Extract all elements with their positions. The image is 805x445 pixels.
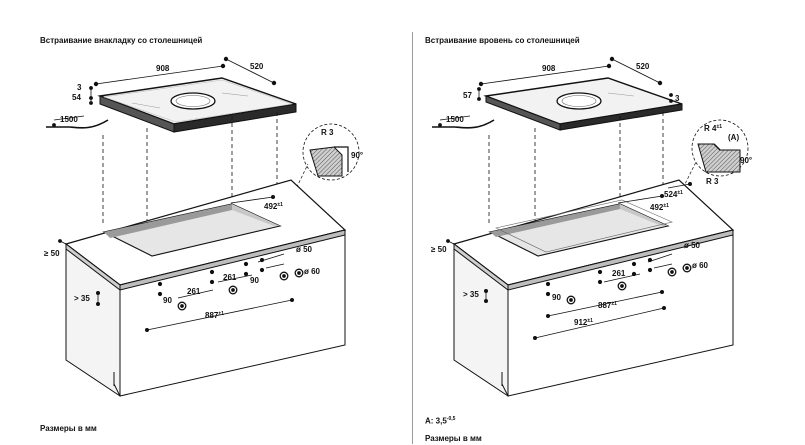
right-dim-cable: 1500 [446, 115, 464, 124]
right-detail-radius-top: R 4±1 [704, 124, 722, 133]
right-dim-mid-value: 887 [598, 301, 612, 310]
left-dim-90b: 90 [250, 276, 259, 285]
left-cooktop [46, 77, 297, 133]
right-cabinet-dims [446, 181, 693, 340]
right-dim-bottom-value: 912 [574, 318, 588, 327]
left-dim-261b: 261 [223, 273, 237, 282]
left-drawing [46, 56, 360, 397]
right-dim-d60: ø 60 [692, 261, 709, 270]
panel-divider [412, 32, 413, 444]
left-dim-width: 908 [156, 64, 170, 73]
left-dim-cable: 1500 [60, 115, 78, 124]
right-detail-a-label: (A) [728, 133, 739, 142]
left-panel-title: Встраивание внакладку со столешницей [40, 36, 203, 45]
right-detail-radius-top-value: R 4 [704, 124, 717, 133]
right-dim-bottom: 912±1 [574, 318, 593, 327]
right-panel-title: Встраивание вровень со столешницей [425, 36, 580, 45]
right-footer-a: A: 3,5 [425, 416, 447, 426]
left-dim-261a: 261 [187, 287, 201, 296]
left-cabinet-dims [58, 194, 294, 332]
right-cabinet [452, 179, 735, 397]
right-dim-h2: 3 [675, 94, 680, 103]
left-dim-90a: 90 [163, 296, 172, 305]
right-knobs [566, 263, 692, 305]
left-dim-depth: 520 [250, 62, 264, 71]
right-dim-width: 908 [542, 64, 556, 73]
left-dim-d50: ø 50 [296, 245, 313, 254]
right-dim-90: 90 [552, 293, 561, 302]
right-holes [545, 257, 653, 297]
right-detail-angle: 90° [740, 156, 752, 165]
right-dim-mid: 887±1 [598, 301, 617, 310]
right-detail-radius-top-tol: ±1 [716, 124, 722, 130]
right-dim-cut-tol: ±1 [663, 203, 669, 209]
right-drawing [432, 56, 749, 397]
right-dim-cut-outer-tol: ±1 [677, 190, 683, 196]
left-dim-bottom-value: 887 [205, 311, 219, 320]
right-dim-bottom-tol: ±1 [587, 318, 593, 324]
right-footer-tolerance: A: 3,5-0,5 [425, 416, 455, 426]
right-dim-h1: 57 [463, 91, 472, 100]
right-dim-cut-outer-value: 524 [664, 190, 678, 199]
left-dim-min-side: ≥ 50 [44, 249, 60, 258]
right-dim-depth: 520 [636, 62, 650, 71]
left-dim-h1: 3 [77, 83, 82, 92]
left-dim-cut: 492±1 [264, 202, 283, 211]
left-dim-cut-tol: ±1 [277, 202, 283, 208]
left-dim-d60: ø 60 [304, 267, 321, 276]
left-holes [157, 257, 265, 297]
right-dim-cut-value: 492 [650, 203, 664, 212]
right-cooktop [432, 77, 683, 131]
left-footer-units: Размеры в мм [40, 424, 97, 433]
left-cooktop-dims [52, 56, 277, 127]
left-cabinet [64, 179, 347, 397]
left-knobs [177, 268, 304, 311]
left-dim-bottom: 887±1 [205, 311, 224, 320]
left-dim-cut-value: 492 [264, 202, 278, 211]
right-dim-261: 261 [612, 269, 626, 278]
right-dim-min-front: > 35 [463, 290, 479, 299]
left-detail-radius: R 3 [321, 128, 334, 137]
right-footer-a-sup: -0,5 [446, 416, 456, 422]
left-detail-angle: 90° [351, 151, 363, 160]
right-dim-cut: 492±1 [650, 203, 669, 212]
right-dim-mid-tol: ±1 [611, 301, 617, 307]
left-dim-h2: 54 [72, 93, 81, 102]
right-dim-min-side: ≥ 50 [431, 245, 447, 254]
left-dim-min-front: > 35 [74, 294, 90, 303]
right-dim-cut-outer: 524±1 [664, 190, 683, 199]
left-dim-bottom-tol: ±1 [218, 311, 224, 317]
right-detail-radius-bottom: R 3 [706, 177, 719, 186]
right-footer-units: Размеры в мм [425, 434, 482, 443]
right-dim-d50: ø 50 [684, 241, 701, 250]
right-cooktop-dims [438, 56, 673, 127]
